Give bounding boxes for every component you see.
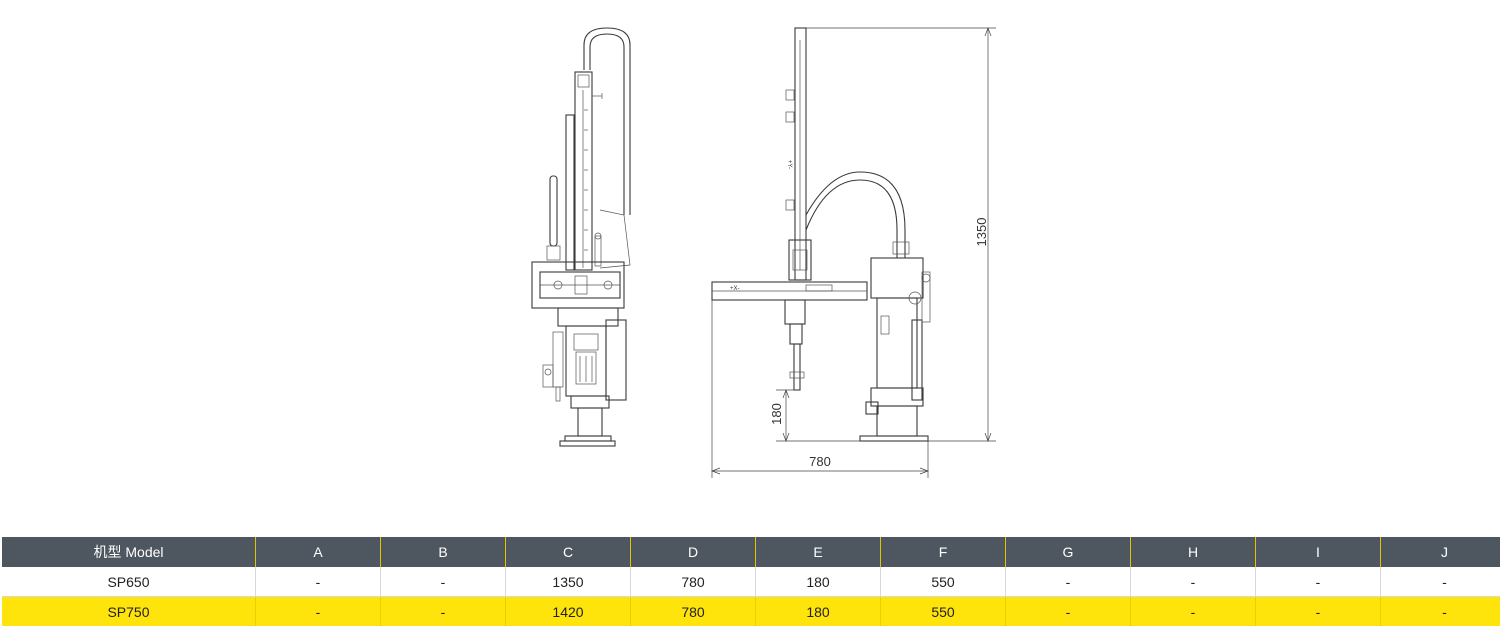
front-view: +Y- +X- (711, 27, 931, 442)
header-model: 机型 Model (2, 537, 256, 567)
table-cell: - (1255, 596, 1381, 626)
y-axis-label: +Y- (786, 160, 792, 169)
table-cell: - (255, 596, 381, 626)
dimension-width: 780 (809, 454, 831, 469)
header-i: I (1255, 537, 1381, 567)
side-view (531, 27, 631, 447)
header-h: H (1130, 537, 1256, 567)
table-cell: 550 (880, 567, 1006, 597)
header-f: F (880, 537, 1006, 567)
table-cell: - (380, 596, 506, 626)
table-cell: - (380, 567, 506, 597)
table-cell: 180 (755, 596, 881, 626)
header-j: J (1380, 537, 1500, 567)
model-cell: SP750 (2, 596, 256, 626)
x-axis-label: +X- (730, 286, 740, 292)
header-b: B (380, 537, 506, 567)
table-cell: 1350 (505, 567, 631, 597)
technical-drawing: +Y- +X- (531, 27, 996, 478)
dimension-labels: 1350 180 780 (769, 218, 989, 469)
table-cell: 1420 (505, 596, 631, 626)
dimension-lines (711, 27, 996, 478)
table-cell: - (1380, 596, 1500, 626)
table-cell: 780 (630, 567, 756, 597)
table-cell: 550 (880, 596, 1006, 626)
header-e: E (755, 537, 881, 567)
header-a: A (255, 537, 381, 567)
table-cell: - (1255, 567, 1381, 597)
model-cell: SP650 (2, 567, 256, 597)
dimension-lower-height: 180 (769, 403, 784, 425)
header-c: C (505, 537, 631, 567)
table-cell: - (1130, 567, 1256, 597)
table-cell: 180 (755, 567, 881, 597)
table-cell: - (1005, 567, 1131, 597)
table-cell: - (1380, 567, 1500, 597)
table-cell: 780 (630, 596, 756, 626)
table-cell: - (1130, 596, 1256, 626)
header-d: D (630, 537, 756, 567)
table-cell: - (1005, 596, 1131, 626)
table-cell: - (255, 567, 381, 597)
dimension-height: 1350 (974, 218, 989, 247)
header-g: G (1005, 537, 1131, 567)
